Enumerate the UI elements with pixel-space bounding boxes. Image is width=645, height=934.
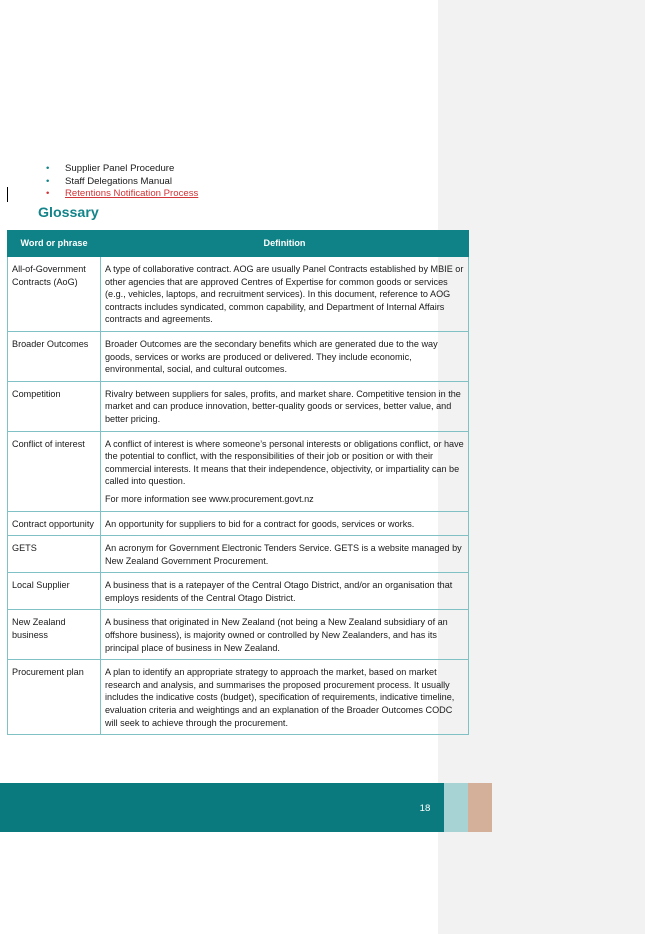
- bullet-icon: •: [46, 175, 50, 187]
- glossary-term: New Zealand business: [7, 609, 101, 661]
- page-number: 18: [419, 803, 431, 814]
- related-documents-list: • Supplier Panel Procedure • Staff Delegat…: [46, 163, 198, 201]
- glossary-term: Competition: [7, 380, 101, 432]
- glossary-term: Procurement plan: [7, 659, 101, 736]
- glossary-term: GETS: [7, 535, 101, 574]
- list-item-text: Supplier Panel Procedure: [65, 163, 175, 174]
- definition-paragraph: An opportunity for suppliers to bid for …: [105, 518, 415, 529]
- glossary-definition: A plan to identify an appropriate strate…: [100, 659, 469, 736]
- glossary-term: All-of-Government Contracts (AoG): [7, 256, 101, 332]
- comment-pane: [438, 0, 645, 934]
- bullet-icon: •: [46, 188, 50, 199]
- list-item: • Staff Delegations Manual: [46, 176, 198, 189]
- glossary-table: Word or phrase Definition All-of-Governm…: [7, 230, 469, 736]
- list-item-text: Staff Delegations Manual: [65, 175, 173, 187]
- glossary-term: Conflict of interest: [7, 430, 101, 512]
- definition-paragraph: A type of collaborative contract. AOG ar…: [105, 264, 464, 325]
- definition-paragraph: A plan to identify an appropriate strate…: [105, 667, 455, 728]
- bullet-icon: •: [46, 163, 50, 174]
- definition-paragraph: For more information see www.procurement…: [105, 493, 314, 504]
- list-item-text: Retentions Notification Process: [65, 188, 199, 199]
- glossary-term: Contract opportunity: [7, 510, 101, 537]
- table-row: All-of-Government Contracts (AoG)A type …: [7, 256, 469, 332]
- glossary-term: Broader Outcomes: [7, 330, 101, 382]
- glossary-definition: A conflict of interest is where someone’…: [100, 430, 469, 512]
- glossary-definition: A type of collaborative contract. AOG ar…: [100, 256, 469, 332]
- footer-band: [0, 783, 444, 832]
- footer-accent-light: [444, 783, 468, 832]
- glossary-definition: An acronym for Government Electronic Ten…: [100, 535, 469, 574]
- table-header-row: Word or phrase Definition: [7, 230, 469, 257]
- glossary-definition: A business that originated in New Zealan…: [100, 609, 469, 661]
- definition-paragraph: Rivalry between suppliers for sales, pro…: [105, 388, 461, 424]
- glossary-definition: Rivalry between suppliers for sales, pro…: [100, 380, 469, 432]
- table-row: Contract opportunity An opportunity for s…: [7, 510, 469, 537]
- glossary-definition: An opportunity for suppliers to bid for …: [100, 510, 469, 537]
- list-item: • Supplier Panel Procedure: [46, 163, 198, 176]
- column-header-term: Word or phrase: [7, 230, 101, 257]
- footer-accent-tan: [468, 783, 492, 832]
- list-item-tracked-change[interactable]: • Retentions Notification Process: [46, 188, 198, 201]
- column-header-definition: Definition: [100, 230, 469, 257]
- change-bar: [7, 187, 8, 202]
- definition-paragraph: An acronym for Government Electronic Ten…: [105, 543, 462, 566]
- glossary-definition: Broader Outcomes are the secondary benef…: [100, 330, 469, 382]
- glossary-definition: A business that is a ratepayer of the Ce…: [100, 572, 469, 611]
- definition-paragraph: A business that originated in New Zealan…: [105, 617, 448, 653]
- definition-paragraph: A business that is a ratepayer of the Ce…: [105, 580, 453, 603]
- glossary-term: Local Supplier: [7, 572, 101, 611]
- section-heading: Glossary: [38, 205, 99, 221]
- definition-paragraph: A conflict of interest is where someone’…: [105, 438, 464, 487]
- glossary-table-body: All-of-Government Contracts (AoG)A type …: [7, 256, 469, 736]
- definition-paragraph: Broader Outcomes are the secondary benef…: [105, 338, 438, 375]
